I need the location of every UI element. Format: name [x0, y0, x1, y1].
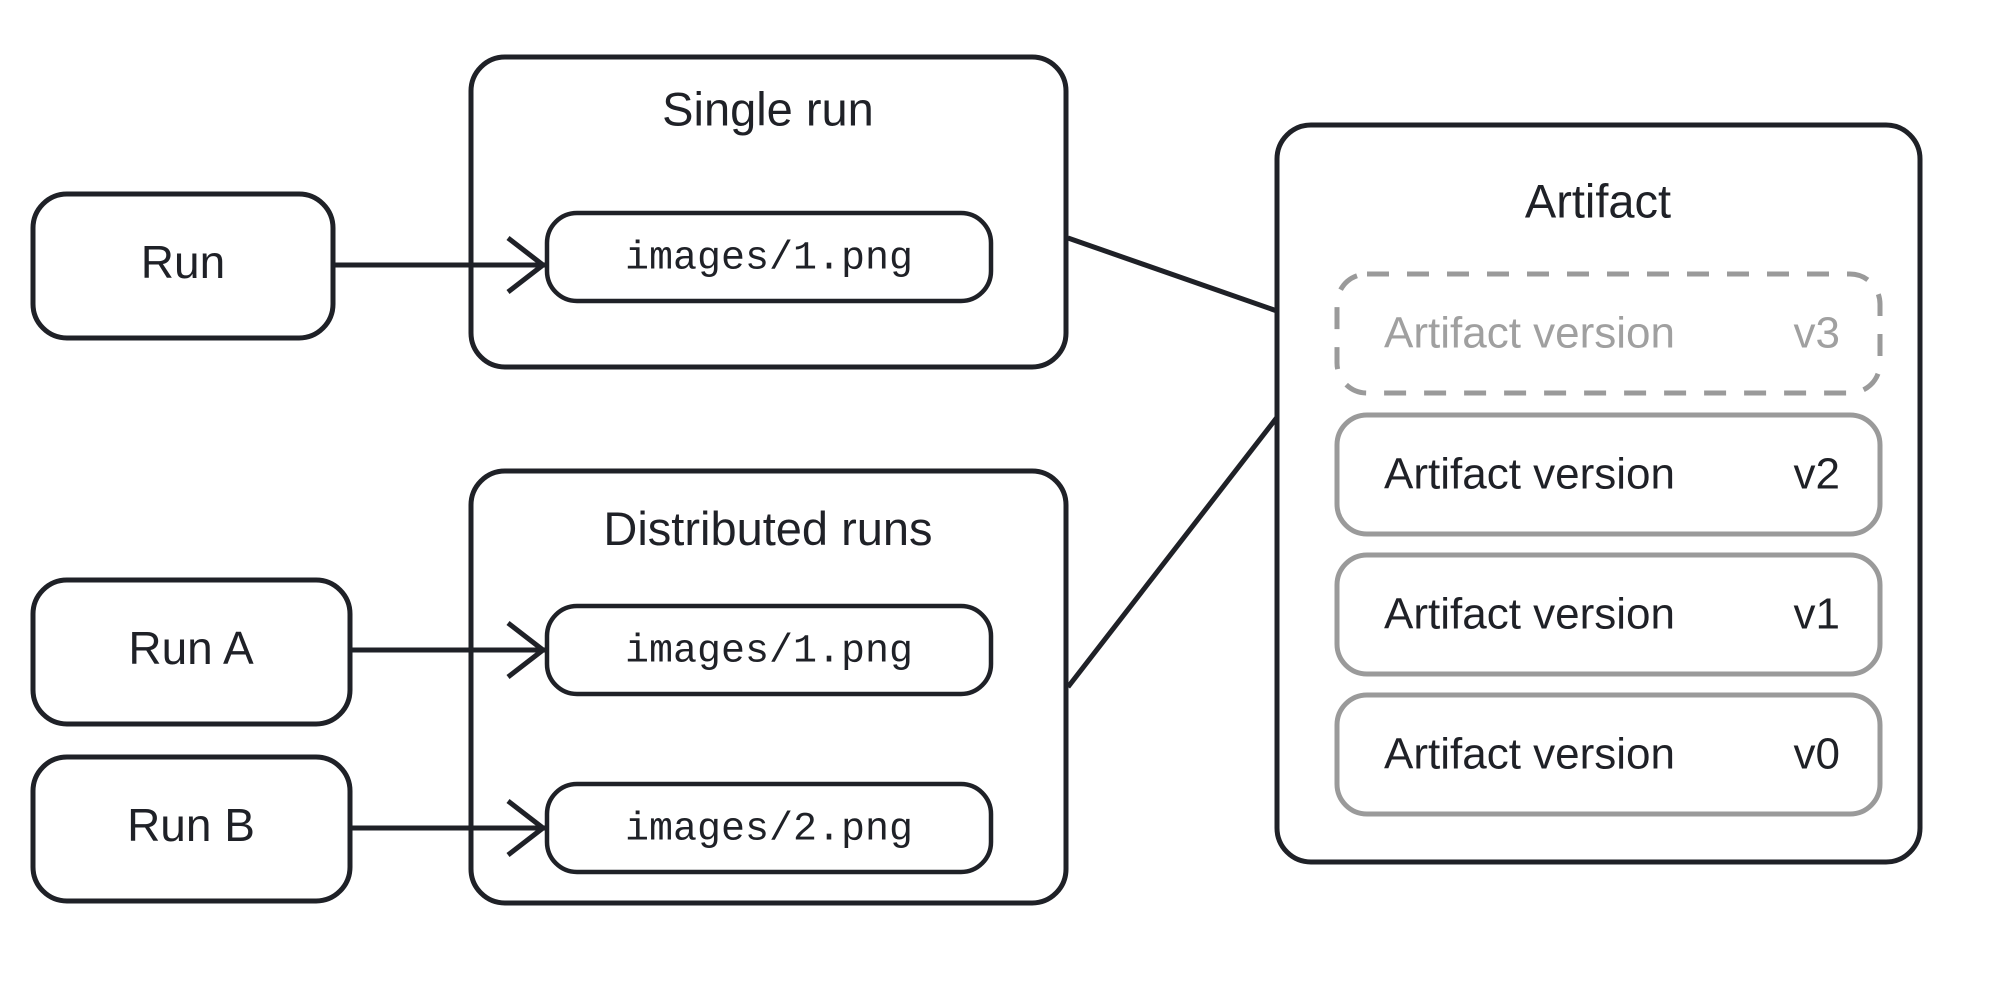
artifact-version-v0-number: v0 — [1794, 730, 1840, 779]
artifact-version-v2-label: Artifact version — [1384, 450, 1675, 499]
edge-run-b-to-file — [350, 799, 548, 857]
node-run: Run — [30, 191, 336, 341]
distributed-runs-title: Distributed runs — [603, 502, 932, 555]
single-run-title: Single run — [662, 82, 874, 135]
run-a-label: Run A — [128, 622, 254, 674]
edge-run-b-arrowhead — [506, 799, 548, 857]
artifact-version-v1-label: Artifact version — [1384, 590, 1675, 639]
artifact-version-row-v0[interactable]: Artifact version v0 — [1334, 692, 1883, 817]
node-run-a: Run A — [30, 577, 353, 727]
artifact-version-v3-number: v3 — [1794, 309, 1840, 358]
distributed-file-label-1: images/1.png — [625, 630, 913, 675]
edge-run-arrowhead — [506, 236, 548, 294]
artifact-panel-title: Artifact — [1525, 174, 1671, 227]
single-run-file-label: images/1.png — [625, 237, 913, 282]
edge-run-a-arrowhead — [506, 621, 548, 679]
artifact-version-v2-number: v2 — [1794, 450, 1840, 499]
artifact-version-v3-label: Artifact version — [1384, 309, 1675, 358]
run-label: Run — [141, 236, 225, 288]
artifact-version-row-v2[interactable]: Artifact version v2 — [1334, 412, 1883, 537]
edge-run-a-to-file — [350, 621, 548, 679]
artifact-version-v1-number: v1 — [1794, 590, 1840, 639]
single-run-file-box — [544, 210, 994, 304]
group-single-run: Single run images/1.png — [468, 54, 1069, 370]
artifact-version-v3-box[interactable] — [1334, 271, 1883, 396]
artifact-version-v1-box[interactable] — [1334, 552, 1883, 677]
artifact-panel: Artifact Artifact version v3 Artifact ve… — [1274, 122, 1923, 865]
artifact-version-v2-box[interactable] — [1334, 412, 1883, 537]
artifact-version-v0-box[interactable] — [1334, 692, 1883, 817]
run-b-label: Run B — [127, 799, 255, 851]
node-run-b: Run B — [30, 754, 353, 904]
group-distributed-runs: Distributed runs images/1.png images/2.p… — [468, 468, 1069, 906]
artifact-version-row-v3[interactable]: Artifact version v3 — [1334, 271, 1883, 396]
artifact-version-v0-label: Artifact version — [1384, 730, 1675, 779]
artifact-version-row-v1[interactable]: Artifact version v1 — [1334, 552, 1883, 677]
distributed-file-label-2: images/2.png — [625, 808, 913, 853]
edge-run-to-single-file — [333, 236, 548, 294]
